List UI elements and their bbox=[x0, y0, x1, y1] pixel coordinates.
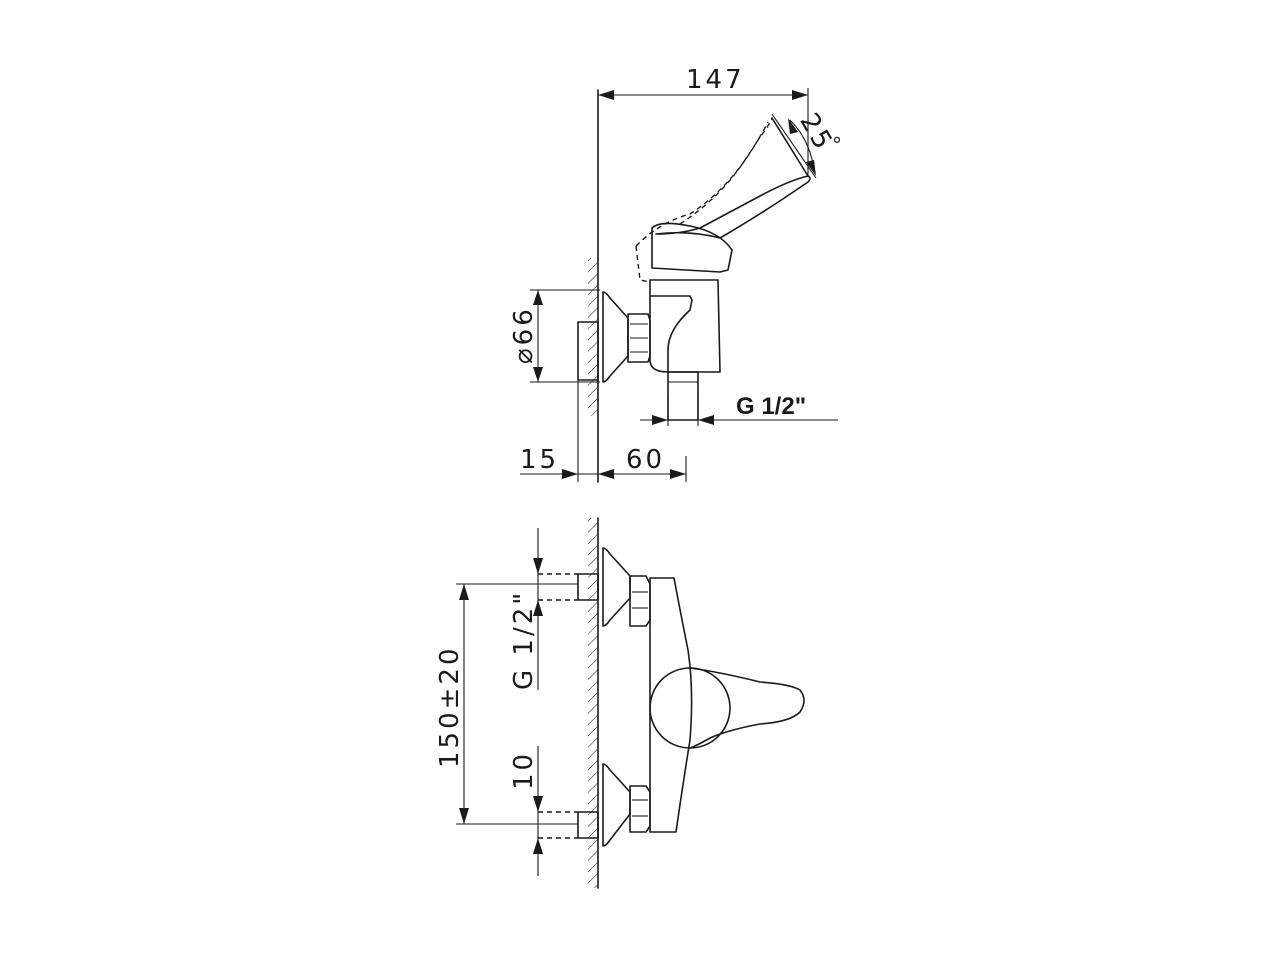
dim-text-degree: ° bbox=[832, 133, 845, 157]
outlet-spout-side bbox=[667, 371, 699, 421]
dim-text-inlet-thread: G 1/2" bbox=[509, 590, 539, 690]
inlet-pipe-bottom bbox=[577, 811, 599, 839]
dim-line-angle bbox=[771, 113, 817, 179]
lever-handle-front bbox=[689, 667, 805, 749]
lever-handle-side bbox=[655, 175, 811, 239]
dim-text-147: 147 bbox=[686, 65, 745, 95]
lever-tip-line bbox=[771, 117, 809, 177]
lever-raised-outline bbox=[635, 117, 773, 247]
hex-nut-bottom bbox=[629, 785, 651, 833]
flange-top bbox=[602, 547, 631, 627]
dim-text-outlet-thread: G 1/2" bbox=[736, 393, 806, 420]
front-view: G 1/2" 150±20 10 bbox=[435, 517, 805, 889]
hatched-wall-front bbox=[588, 518, 598, 888]
mixer-body-edge bbox=[649, 295, 669, 373]
flange-bottom bbox=[602, 763, 631, 847]
dim-text-60: 60 bbox=[626, 445, 665, 475]
side-view: 147 25 ° ⌀66 G 1/2" 15 60 bbox=[509, 65, 845, 483]
inlet-pipe-side bbox=[577, 321, 599, 381]
mixer-body-front bbox=[649, 577, 693, 833]
hatched-wall-side bbox=[588, 258, 598, 416]
dim-text-150: 150±20 bbox=[435, 646, 465, 769]
hex-nut-top bbox=[629, 575, 651, 627]
dim-text-15: 15 bbox=[520, 445, 559, 475]
dim-text-diameter: ⌀66 bbox=[509, 306, 539, 364]
flange-side bbox=[602, 291, 629, 383]
dim-text-10: 10 bbox=[509, 751, 539, 790]
cartridge-side bbox=[651, 222, 733, 273]
inlet-pipe-top bbox=[577, 573, 599, 601]
mixer-body-side bbox=[649, 279, 721, 373]
